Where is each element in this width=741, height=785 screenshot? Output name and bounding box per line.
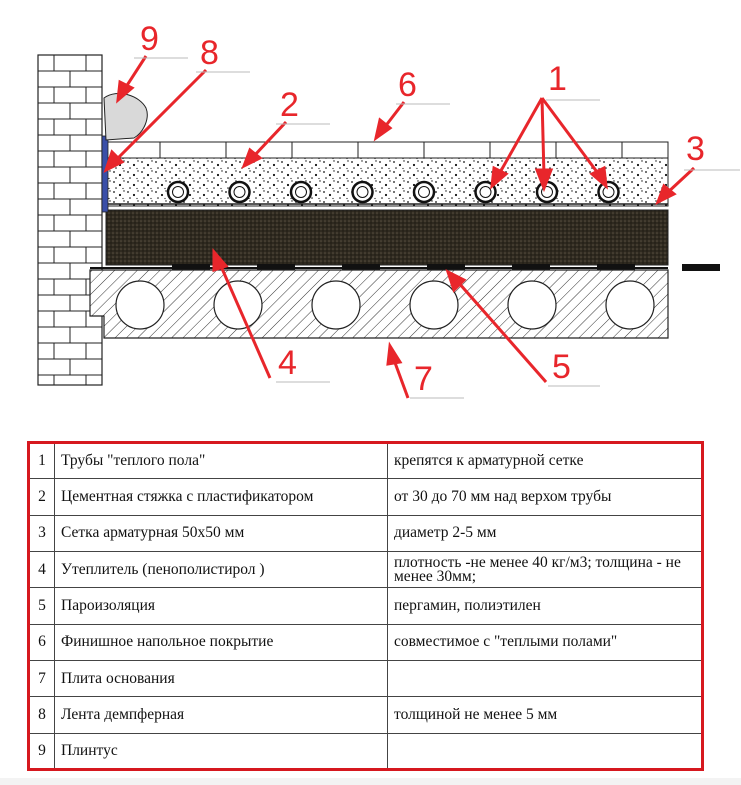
label-9: 9	[140, 20, 159, 58]
cement-screed-layer	[105, 157, 669, 207]
footer-strip	[0, 778, 741, 785]
label-6: 6	[398, 66, 417, 104]
legend-name: Плинтус	[54, 732, 388, 771]
legend-name: Финишное напольное покрытие	[54, 623, 388, 661]
legend-note: совместимое с "теплыми полами"	[387, 623, 703, 661]
floor-heating-cross-section: 1 2 3 4 5 6 7 8 9	[37, 20, 740, 399]
legend-name: Пароизоляция	[54, 587, 388, 625]
legend-number: 3	[28, 514, 55, 552]
label-7: 7	[414, 360, 433, 398]
legend-note: пергамин, полиэтилен	[387, 587, 703, 625]
legend-name: Утеплитель (пенополистирол )	[54, 550, 388, 589]
label-3: 3	[686, 130, 705, 168]
legend-number: 4	[28, 550, 55, 589]
label-8: 8	[200, 34, 219, 72]
label-1: 1	[548, 60, 567, 98]
label-4: 4	[278, 344, 297, 382]
legend-name: Сетка арматурная 50х50 мм	[54, 514, 388, 552]
legend-name: Цементная стяжка с пластификатором	[54, 478, 388, 516]
legend-number: 7	[28, 659, 55, 698]
legend-note: диаметр 2-5 мм	[387, 514, 703, 552]
legend-name: Плита основания	[54, 659, 388, 698]
legend-number: 1	[28, 441, 55, 480]
legend-note	[387, 659, 703, 698]
legend-note: плотность -не менее 40 кг/м3; толщина - …	[387, 550, 703, 589]
legend-note	[387, 732, 703, 771]
callout-arrows	[103, 55, 696, 399]
legend-number: 2	[28, 478, 55, 516]
heating-pipes	[166, 180, 620, 204]
legend-number: 8	[28, 696, 55, 734]
base-slab	[89, 269, 669, 339]
legend-name: Трубы "теплого пола"	[54, 441, 388, 480]
damper-tape	[101, 135, 109, 213]
skirting-board	[103, 93, 148, 141]
insulation-layer	[105, 209, 669, 266]
legend-number: 9	[28, 732, 55, 771]
label-5: 5	[552, 348, 571, 386]
legend-name: Лента демпферная	[54, 696, 388, 734]
legend-number: 5	[28, 587, 55, 625]
label-2: 2	[280, 86, 299, 124]
brick-wall	[37, 54, 103, 386]
legend-note: толщиной не менее 5 мм	[387, 696, 703, 734]
vapor-barrier	[90, 264, 720, 271]
legend-note: от 30 до 70 мм над верхом трубы	[387, 478, 703, 516]
legend-number: 6	[28, 623, 55, 661]
legend-note: крепятся к арматурной сетке	[387, 441, 703, 480]
